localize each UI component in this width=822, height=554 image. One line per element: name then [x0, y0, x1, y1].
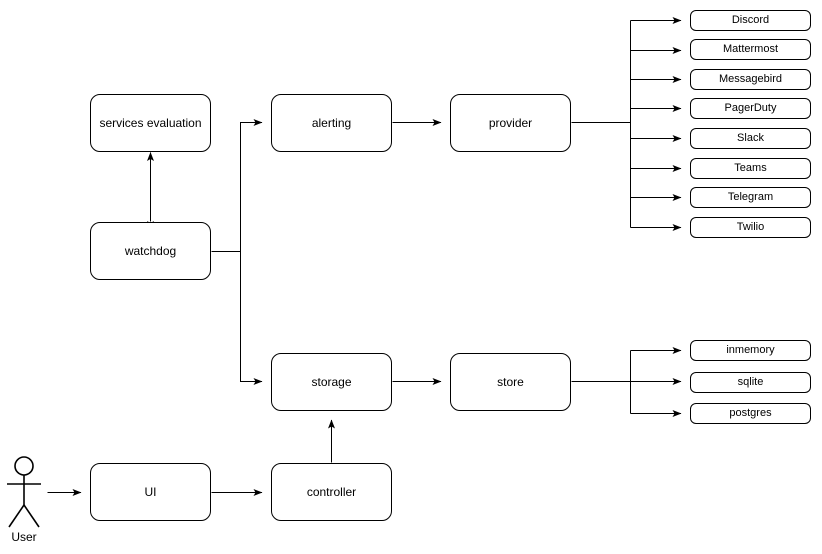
node-store[interactable]: store — [450, 353, 571, 411]
node-alerting-label: alerting — [311, 116, 352, 130]
node-store-sqlite[interactable]: sqlite — [690, 372, 811, 393]
node-watchdog-label: watchdog — [124, 244, 177, 258]
node-provider-discord[interactable]: Discord — [690, 10, 811, 31]
user-leg-left — [8, 504, 25, 528]
node-provider-mattermost[interactable]: Mattermost — [690, 39, 811, 60]
node-provider-slack-label: Slack — [737, 132, 764, 144]
user-actor-label: User — [11, 530, 37, 544]
node-store-sqlite-label: sqlite — [737, 376, 764, 388]
node-provider-label: provider — [488, 116, 533, 130]
node-provider-slack[interactable]: Slack — [690, 128, 811, 149]
node-provider-messagebird-label: Messagebird — [719, 73, 782, 85]
user-leg-right — [23, 504, 40, 528]
node-services-evaluation[interactable]: services evaluation — [90, 94, 211, 152]
node-provider-twilio[interactable]: Twilio — [690, 217, 811, 238]
node-provider-twilio-label: Twilio — [736, 221, 765, 233]
node-storage[interactable]: storage — [271, 353, 392, 411]
node-provider-discord-label: Discord — [731, 14, 770, 26]
node-provider-teams-label: Teams — [734, 162, 767, 174]
node-ui-label: UI — [144, 485, 157, 499]
edge-watchdog-alerting — [211, 119, 263, 252]
node-provider[interactable]: provider — [450, 94, 571, 152]
node-provider-messagebird[interactable]: Messagebird — [690, 69, 811, 90]
node-provider-telegram[interactable]: Telegram — [690, 187, 811, 208]
node-provider-telegram-label: Telegram — [727, 191, 774, 203]
node-services-evaluation-label: services evaluation — [99, 116, 202, 130]
node-store-inmemory-label: inmemory — [726, 344, 775, 356]
node-controller[interactable]: controller — [271, 463, 392, 521]
node-store-postgres[interactable]: postgres — [690, 403, 811, 424]
node-store-inmemory[interactable]: inmemory — [690, 340, 811, 361]
node-controller-label: controller — [306, 485, 357, 499]
node-store-label: store — [497, 375, 524, 389]
edge-watchdog-storage — [240, 251, 263, 385]
user-head-icon — [14, 456, 34, 476]
node-ui[interactable]: UI — [90, 463, 211, 521]
node-provider-mattermost-label: Mattermost — [722, 43, 778, 55]
node-watchdog[interactable]: watchdog — [90, 222, 211, 280]
node-provider-pagerduty[interactable]: PagerDuty — [690, 98, 811, 119]
node-alerting[interactable]: alerting — [271, 94, 392, 152]
node-storage-label: storage — [311, 375, 352, 389]
user-actor-figure — [7, 456, 41, 528]
node-provider-teams[interactable]: Teams — [690, 158, 811, 179]
node-provider-pagerduty-label: PagerDuty — [724, 102, 777, 114]
node-store-postgres-label: postgres — [729, 407, 772, 419]
